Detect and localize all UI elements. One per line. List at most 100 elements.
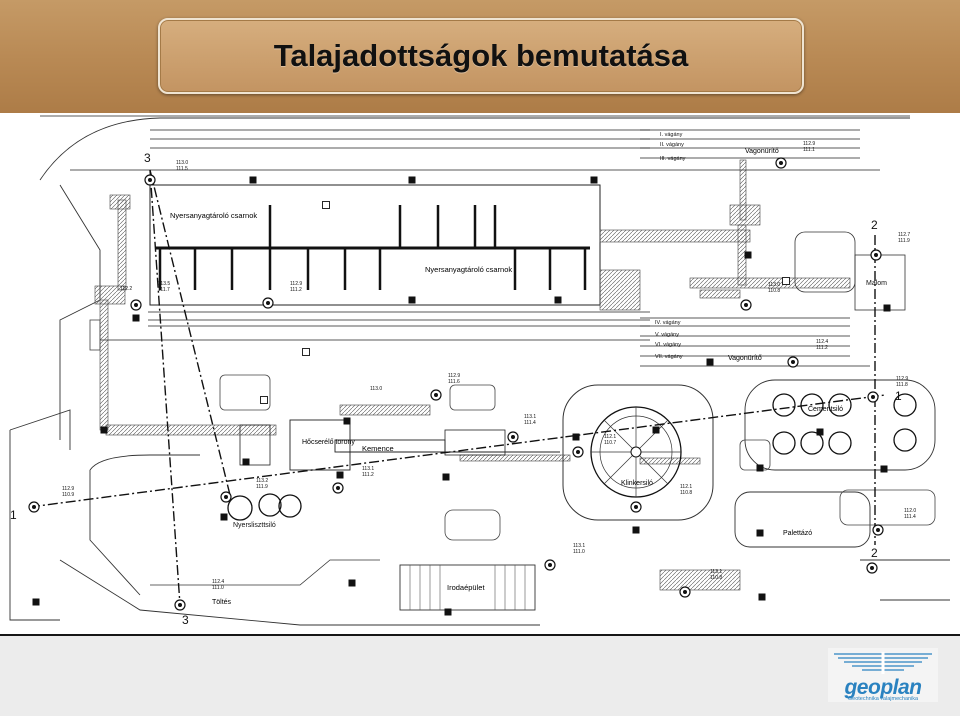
kiln: Kemence xyxy=(334,429,560,456)
cpt-marker xyxy=(220,513,228,521)
preheater-tower: Hőcserélő torony xyxy=(239,419,355,471)
elevation-ground: 112.4 xyxy=(212,579,224,585)
svg-text:VI. vágány: VI. vágány xyxy=(655,342,681,348)
cpt-marker xyxy=(132,314,140,322)
elevation-water: 111.2 xyxy=(816,345,828,351)
cpt-marker xyxy=(816,428,824,436)
cement-silo-label: Cementsiló xyxy=(808,406,843,413)
hall-label-2: Nyersanyagtároló csarnok xyxy=(425,265,512,274)
slide-title: Talajadottságok bemutatása xyxy=(273,38,689,73)
borehole-marker-dot xyxy=(744,303,748,307)
slide-footer xyxy=(0,636,960,716)
section-mark-2-bottom: 2 xyxy=(871,546,878,560)
elevation-water: 110.8 xyxy=(768,288,780,294)
elevation-ground: 112.1 xyxy=(680,484,692,490)
elevation-water: 111.9 xyxy=(256,484,268,490)
borehole-marker-dot xyxy=(434,393,438,397)
elevation-water: 111.2 xyxy=(290,287,302,293)
borehole-marker-dot xyxy=(871,395,875,399)
borehole-marker-dot xyxy=(336,486,340,490)
raw-material-hall: Nyersanyagtároló csarnok Nyersanyagtárol… xyxy=(149,184,601,306)
hall-label-1: Nyersanyagtároló csarnok xyxy=(170,211,257,220)
track-labels: I. vágány II. vágány III. vágány IV. vág… xyxy=(655,132,686,360)
cement-silo: Cementsiló xyxy=(744,379,936,471)
elevation-water: 111.9 xyxy=(898,238,910,244)
clinker-silo-label: Klinkersiló xyxy=(621,480,653,487)
elevation-ground: 113.1 xyxy=(524,414,536,420)
cpt-marker-open xyxy=(260,396,268,404)
slide-header: Talajadottságok bemutatása xyxy=(0,0,960,113)
cpt-marker-open xyxy=(302,348,310,356)
office-label: Irodaépület xyxy=(447,583,485,592)
elevation-ground: 113.1 xyxy=(710,569,722,575)
elevation-water: 110.8 xyxy=(710,575,722,581)
wagon-unloader-1-label: Vagonürítő xyxy=(745,148,779,155)
elevation-ground: 113.2 xyxy=(256,478,268,484)
elevation-water: 111.2 xyxy=(362,472,374,478)
cpt-marker xyxy=(442,473,450,481)
elevation-ground: 112.7 xyxy=(898,232,910,238)
loading-station: Töltés xyxy=(150,559,380,606)
elevation-ground: 112.9 xyxy=(62,486,74,492)
elevation-ground: 112.4 xyxy=(816,339,828,345)
kiln-label: Kemence xyxy=(362,444,394,453)
elevation-water: 110.7 xyxy=(604,440,616,446)
cpt-marker-open xyxy=(782,277,790,285)
svg-text:I. vágány: I. vágány xyxy=(660,132,683,138)
elevation-ground: 112.1 xyxy=(604,434,616,440)
elevation-ground: 112.9 xyxy=(803,141,815,147)
cpt-marker xyxy=(408,296,416,304)
office-building: Irodaépület xyxy=(399,564,536,611)
borehole-marker-dot xyxy=(134,303,138,307)
tower-label-1: Hőcserélő torony xyxy=(302,439,355,446)
footer-divider xyxy=(0,634,960,637)
borehole-marker-dot xyxy=(779,161,783,165)
conveyors xyxy=(94,159,851,591)
elevation-ground: 113.5 xyxy=(158,281,170,287)
cpt-marker xyxy=(572,433,580,441)
rail-tracks-upper xyxy=(40,115,910,367)
elevation-water: 111.4 xyxy=(524,420,536,426)
elevation-water: 111.7 xyxy=(158,287,170,293)
elevation-ground: 112.9 xyxy=(896,376,908,382)
cpt-marker-open xyxy=(322,201,330,209)
borehole-marker-dot xyxy=(178,603,182,607)
section-marks: 1 1 2 2 3 3 xyxy=(10,151,902,627)
cpt-marker xyxy=(242,458,250,466)
elevation-ground: 113.1 xyxy=(573,543,585,549)
elevation-water: 111.0 xyxy=(573,549,585,555)
borehole-marker-dot xyxy=(266,301,270,305)
cpt-marker xyxy=(756,464,764,472)
cpt-marker xyxy=(408,176,416,184)
borehole-marker-dot xyxy=(874,253,878,257)
borehole-marker-dot xyxy=(224,495,228,499)
section-mark-1-right: 1 xyxy=(895,389,902,403)
elevation-water: 110.8 xyxy=(680,490,692,496)
elevation-water: 111.6 xyxy=(448,379,460,385)
cpt-marker xyxy=(744,251,752,259)
cpt-marker xyxy=(632,526,640,534)
cpt-marker xyxy=(336,471,344,479)
wagon-unloader-2-label: Vagonürítő xyxy=(728,355,762,362)
geoplan-logo: geoplan Geotechnika Talajmechanika xyxy=(828,648,938,702)
cpt-marker xyxy=(343,417,351,425)
raw-meal-silo-label: Nyersliszttsiló xyxy=(233,522,276,529)
logo-wordmark: geoplan xyxy=(844,676,922,699)
borehole-marker-dot xyxy=(32,505,36,509)
palletizer: Palettázó xyxy=(734,491,871,548)
geoplan-logo-mark xyxy=(828,648,938,702)
svg-text:IV. vágány: IV. vágány xyxy=(655,320,681,326)
loading-label: Töltés xyxy=(212,599,232,606)
borehole-marker-dot xyxy=(634,505,638,509)
elevation-ground: 113.1 xyxy=(362,466,374,472)
mill-label: Malom xyxy=(866,280,887,287)
cpt-marker xyxy=(652,426,660,434)
elevation-water: 111.1 xyxy=(803,147,815,153)
site-outline xyxy=(9,117,950,626)
section-mark-3-bottom: 3 xyxy=(182,613,189,627)
borehole-marker-dot xyxy=(148,178,152,182)
svg-text:VII. vágány: VII. vágány xyxy=(655,354,683,360)
elevation-ground: 113.0 xyxy=(176,160,188,166)
elevation-water: 111.5 xyxy=(176,166,188,172)
